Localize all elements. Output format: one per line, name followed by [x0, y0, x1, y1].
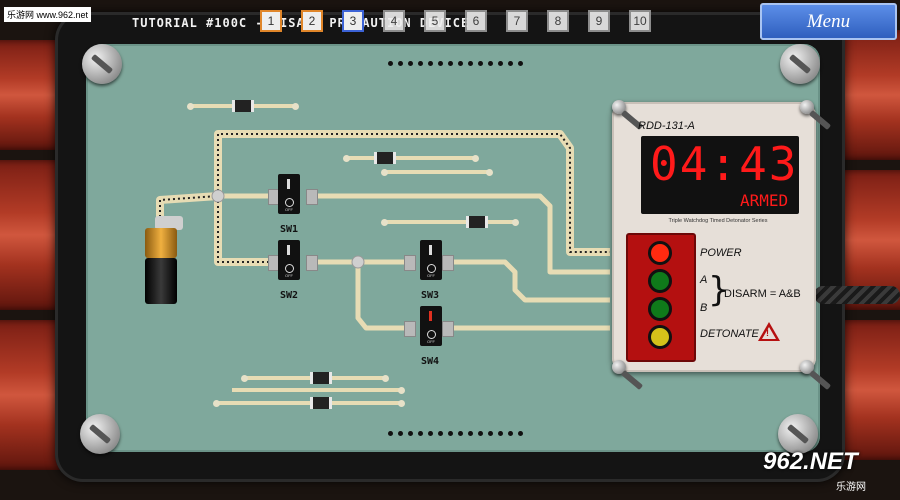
- switch-label: SW4: [421, 356, 440, 367]
- switch-hole: [427, 264, 436, 273]
- warning-icon-inner: [762, 327, 776, 339]
- solder-pin: [381, 169, 388, 176]
- switch-clip: [306, 189, 318, 205]
- level-button-8[interactable]: 8: [547, 10, 569, 32]
- switch-hole: [427, 330, 436, 339]
- switch-lever: [429, 311, 432, 321]
- disarm-label: DISARM = A&B: [724, 288, 801, 300]
- solder-pin: [241, 375, 248, 382]
- screw-icon: [800, 360, 814, 374]
- switch-lever: [429, 245, 432, 255]
- resistor: [310, 372, 332, 384]
- level-button-6[interactable]: 6: [465, 10, 487, 32]
- trace: [316, 193, 610, 275]
- switch-clip: [442, 255, 454, 271]
- watermark: 乐游网 www.962.net: [4, 7, 92, 22]
- switch-sw2[interactable]: OFF: [278, 240, 300, 280]
- solder-pin: [343, 155, 350, 162]
- trace-dotted: [214, 196, 276, 266]
- a-led: [648, 269, 672, 293]
- level-button-10[interactable]: 10: [629, 10, 651, 32]
- switch-off-text: OFF: [285, 207, 293, 212]
- resistor: [232, 100, 254, 112]
- trace-dotted: [217, 196, 276, 263]
- level-button-4[interactable]: 4: [383, 10, 405, 32]
- solder-pin: [398, 400, 405, 407]
- vent-holes: [388, 61, 523, 66]
- detonator-series: Triple Watchdog Timed Detonator Series: [668, 218, 768, 224]
- site-logo-sub: 乐游网: [836, 482, 866, 493]
- battery-terminal: [145, 228, 177, 258]
- switch-off-text: OFF: [427, 339, 435, 344]
- trace: [355, 262, 404, 331]
- resistor: [466, 216, 488, 228]
- solder-pin: [292, 103, 299, 110]
- switch-sw4[interactable]: OFF: [420, 306, 442, 346]
- switch-lever: [287, 245, 290, 255]
- menu-button[interactable]: Menu: [760, 3, 897, 40]
- battery-clip: [155, 216, 183, 230]
- brace-icon: }: [708, 270, 730, 310]
- solder-pin: [486, 169, 493, 176]
- solder-pin: [213, 400, 220, 407]
- switch-hole: [285, 264, 294, 273]
- power-label: POWER: [700, 247, 742, 259]
- resistor: [310, 397, 332, 409]
- screw-icon: [800, 100, 814, 114]
- switch-clip: [442, 321, 454, 337]
- solder-pin: [512, 219, 519, 226]
- solder-pin: [187, 103, 194, 110]
- detonate-led: [648, 325, 672, 349]
- level-button-7[interactable]: 7: [506, 10, 528, 32]
- countdown-timer: 04:43: [650, 137, 799, 191]
- level-button-1[interactable]: 1: [260, 10, 282, 32]
- switch-label: SW3: [421, 290, 440, 301]
- screw-icon: [612, 100, 626, 114]
- switch-label: SW1: [280, 224, 299, 235]
- switch-label: SW2: [280, 290, 299, 301]
- level-button-3[interactable]: 3: [342, 10, 364, 32]
- warning-glyph: !: [766, 328, 769, 338]
- a-label: A: [700, 274, 708, 286]
- b-label: B: [700, 302, 708, 314]
- switch-lever: [287, 179, 290, 189]
- screw-icon: [80, 414, 120, 454]
- switch-sw3[interactable]: OFF: [420, 240, 442, 280]
- solder-pin: [398, 387, 405, 394]
- solder-pin: [382, 375, 389, 382]
- solder-pin: [472, 155, 479, 162]
- level-button-9[interactable]: 9: [588, 10, 610, 32]
- screw-icon: [612, 360, 626, 374]
- switch-off-text: OFF: [427, 273, 435, 278]
- screw-icon: [780, 44, 820, 84]
- b-led: [648, 297, 672, 321]
- resistor: [374, 152, 396, 164]
- switch-hole: [285, 198, 294, 207]
- switch-sw1[interactable]: OFF: [278, 174, 300, 214]
- trace: [446, 259, 610, 303]
- solder-pin: [381, 219, 388, 226]
- site-logo: 962.NET: [763, 448, 858, 475]
- detonate-label: DETONATE: [700, 328, 759, 340]
- detonator-cable: [814, 286, 900, 304]
- timer-display: [641, 136, 799, 214]
- screw-icon: [82, 44, 122, 84]
- junction-node: [351, 255, 365, 269]
- trace-dotted: [217, 133, 610, 253]
- screw-icon: [778, 414, 818, 454]
- power-led: [648, 241, 672, 265]
- switch-clip: [404, 255, 416, 271]
- vent-holes: [388, 431, 523, 436]
- junction-node: [211, 189, 225, 203]
- level-button-2[interactable]: 2: [301, 10, 323, 32]
- battery-icon: [145, 258, 177, 304]
- switch-clip: [306, 255, 318, 271]
- switch-off-text: OFF: [285, 273, 293, 278]
- detonator-model: RDD-131-A: [638, 120, 695, 132]
- armed-status: ARMED: [740, 191, 789, 210]
- level-button-5[interactable]: 5: [424, 10, 446, 32]
- switch-clip: [404, 321, 416, 337]
